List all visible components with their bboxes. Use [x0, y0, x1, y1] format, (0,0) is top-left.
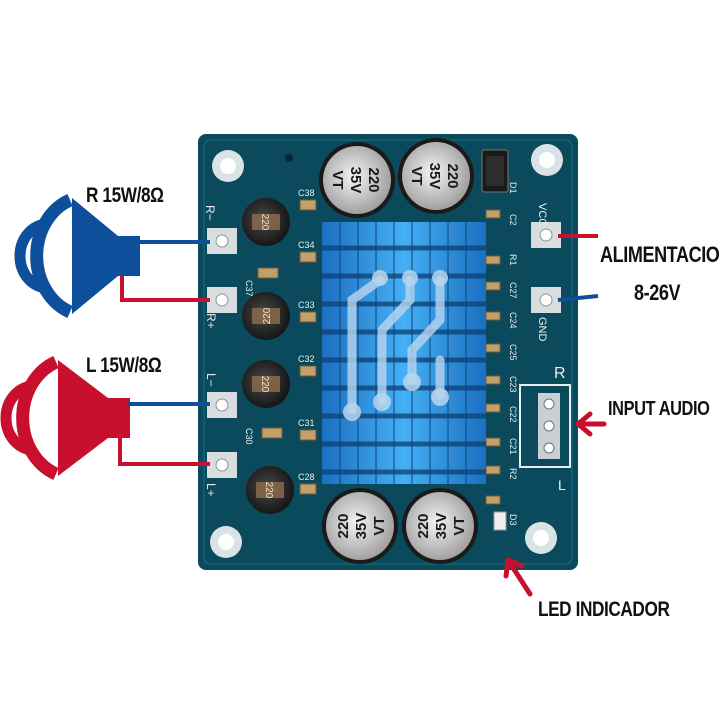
ref-r1: R1	[508, 254, 518, 266]
inductors	[242, 198, 294, 514]
ref-c2: C2	[508, 214, 518, 226]
ref-c37: C37	[244, 280, 254, 297]
ref-c28: C28	[298, 472, 315, 482]
silk-vcc: VCC	[536, 203, 548, 226]
ref-c34: C34	[298, 240, 315, 250]
input-arrow-icon	[575, 411, 607, 437]
cap4-value: 220	[415, 513, 432, 538]
cap2-value: 220	[444, 163, 461, 188]
ref-c21: C21	[508, 438, 518, 455]
cap1-voltage: 35V	[347, 167, 364, 194]
left-speaker-label: L 15W/8Ω	[86, 354, 162, 377]
ref-r2: R2	[508, 468, 518, 480]
silk-l: L	[558, 477, 566, 493]
inductor3-value: 220	[259, 376, 270, 393]
input-audio-label: INPUT AUDIO	[608, 398, 710, 420]
ref-c32: C32	[298, 354, 315, 364]
heatsink	[322, 222, 486, 484]
cap1-series: VT	[329, 170, 346, 189]
power-label-line2: 8-26V	[634, 280, 681, 305]
cap4-series: VT	[451, 516, 468, 535]
ref-c24: C24	[508, 312, 518, 329]
silk-r-minus: R−	[203, 205, 217, 221]
ref-d3: D3	[508, 514, 518, 526]
cap2-voltage: 35V	[426, 163, 443, 190]
right-speaker-icon	[14, 194, 140, 318]
capacitors	[319, 138, 478, 564]
ref-d1: D1	[508, 182, 518, 194]
cap2-series: VT	[408, 166, 425, 185]
ref-c27: C27	[508, 282, 518, 299]
silk-r-plus: R+	[204, 313, 218, 329]
cap1-value: 220	[365, 167, 382, 192]
left-speaker-icon	[0, 356, 130, 480]
wires	[118, 234, 599, 466]
ref-c30: C30	[244, 428, 254, 445]
ref-c23: C23	[508, 376, 518, 393]
cap3-voltage: 35V	[353, 513, 370, 540]
mounting-holes	[210, 144, 563, 558]
led-arrow-icon	[503, 557, 533, 597]
led-d3	[493, 511, 507, 531]
silk-r: R	[554, 365, 566, 382]
silk-gnd: GND	[536, 317, 548, 342]
inductor4-value: 220	[263, 482, 274, 499]
power-pads	[531, 222, 561, 313]
silk-l-plus: L+	[204, 483, 218, 497]
ref-c31: C31	[298, 418, 315, 428]
inductor2-value: 220	[262, 307, 273, 324]
silk-l-minus: L−	[204, 373, 218, 387]
power-label-line1: ALIMENTACION	[600, 242, 720, 267]
ref-c22: C22	[508, 406, 518, 423]
cap3-value: 220	[335, 513, 352, 538]
input-connector	[519, 384, 571, 468]
right-speaker-label: R 15W/8Ω	[86, 184, 164, 207]
speaker-pads	[207, 228, 237, 478]
ref-c33: C33	[298, 300, 315, 310]
ref-c25: C25	[508, 344, 518, 361]
led-indicator-label: LED INDICADOR	[538, 598, 670, 621]
ref-c38: C38	[298, 188, 315, 198]
cap3-series: VT	[371, 516, 388, 535]
cap4-voltage: 35V	[433, 513, 450, 540]
inductor1-value: 220	[259, 214, 270, 231]
